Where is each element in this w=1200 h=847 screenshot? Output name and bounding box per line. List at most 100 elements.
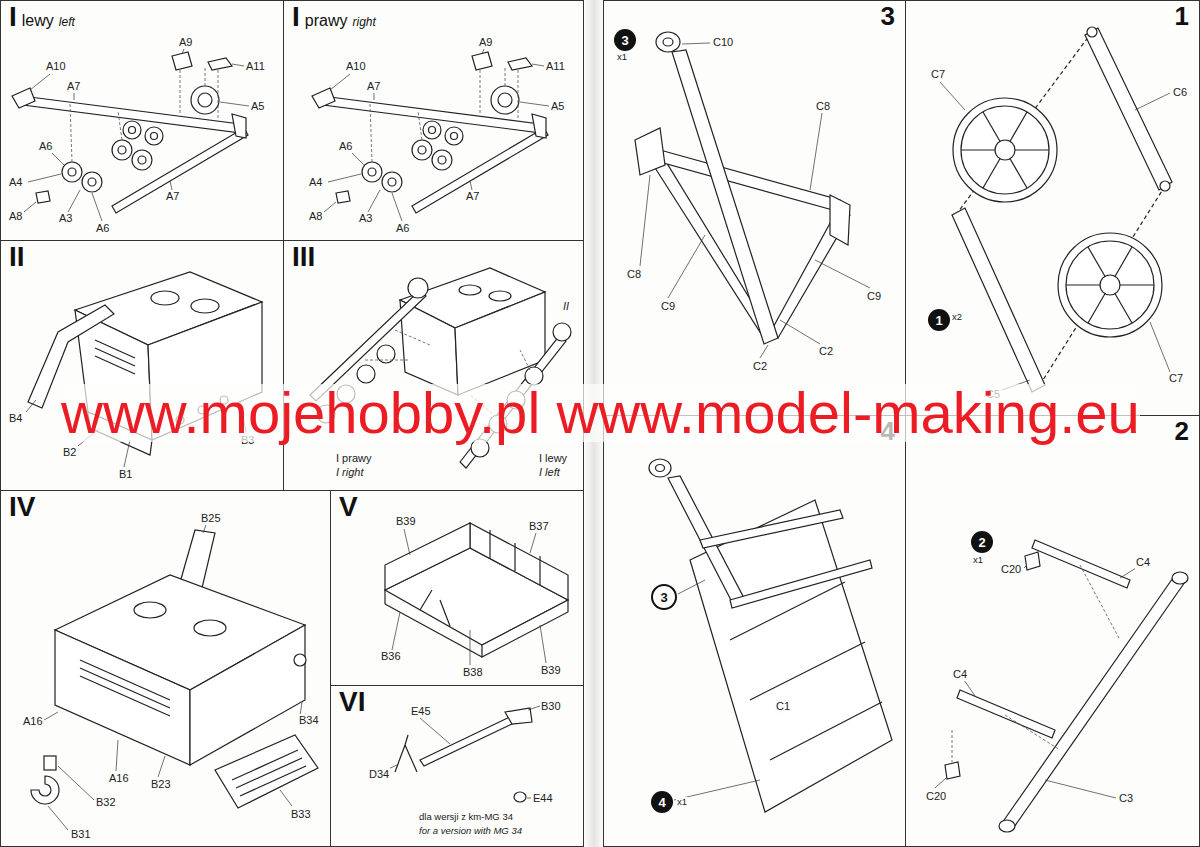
axle-drawing [1025, 552, 1040, 570]
part-label: I lewy [538, 452, 568, 465]
drawbar-drawing [656, 32, 680, 52]
part-label: A16 [108, 772, 130, 785]
axle-drawing [958, 32, 1092, 212]
part-label: A8 [308, 210, 323, 223]
callout-circle: 4 [651, 791, 673, 813]
part-label: A4 [308, 176, 323, 189]
track-assembly [12, 88, 35, 108]
leader-line [1150, 322, 1170, 372]
hull-drawing [134, 602, 166, 618]
part-label: A7 [465, 190, 480, 203]
leader-line [674, 580, 760, 800]
assembly-line [520, 350, 530, 370]
side-label: prawy [305, 12, 348, 30]
drawbar-drawing [660, 150, 840, 212]
part-label: B34 [298, 714, 320, 727]
panel-heading: III [292, 242, 315, 273]
track-assembly [36, 191, 50, 203]
step-number: I [292, 2, 300, 33]
part-label: A9 [178, 36, 193, 49]
hull-drawing [400, 300, 458, 395]
part-label: C7 [930, 68, 946, 81]
track-assembly [138, 156, 146, 164]
trailer-drawing [730, 560, 872, 608]
hull-drawing [525, 367, 543, 385]
leader-line [528, 706, 540, 710]
leader-line [1024, 565, 1027, 568]
track-assembly [28, 174, 61, 182]
cargo-bed [482, 600, 568, 657]
leader-line [26, 400, 36, 412]
leader-line [280, 790, 292, 806]
part-label: B25 [200, 512, 222, 525]
step-number: I [9, 2, 17, 33]
panel-heading: Ilewyleft [9, 2, 75, 33]
part-label: B30 [540, 700, 562, 713]
part-label: B36 [380, 650, 402, 663]
track-assembly [191, 86, 219, 114]
track-assembly [88, 178, 96, 186]
track-assembly [218, 70, 219, 120]
part-label: C4 [1135, 556, 1151, 569]
leader-line [44, 712, 58, 720]
part-label: B39 [540, 664, 562, 677]
leader-line [964, 680, 975, 696]
drawbar-drawing [635, 128, 665, 175]
leader-line [392, 612, 400, 650]
step-panel: Iprawy right [283, 0, 584, 241]
leader-line [815, 260, 870, 288]
part-label: B33 [290, 808, 312, 821]
step-number: 1 [1175, 2, 1189, 31]
track-assembly [145, 127, 163, 145]
cargo-bed [489, 530, 490, 558]
hull-drawing [31, 530, 318, 808]
hull-drawing [95, 340, 135, 358]
part-label: C7 [1168, 372, 1184, 385]
track-assembly [220, 102, 249, 106]
track-assembly [118, 111, 122, 140]
trailer-drawing [750, 642, 865, 700]
track-assembly [118, 146, 126, 154]
part-label: A7 [366, 80, 381, 93]
part-label: A10 [345, 60, 367, 73]
hull-drawing [80, 676, 170, 716]
part-label: I prawy [335, 452, 372, 465]
machine-gun [505, 708, 532, 724]
leader-line [58, 766, 94, 800]
hull-drawing [44, 756, 56, 770]
wheel-drawing [1058, 233, 1162, 337]
leader-line [203, 525, 206, 533]
machine-gun [514, 792, 526, 802]
hull-drawing [408, 278, 428, 298]
callout-number: 2 [978, 536, 985, 549]
part-label: D34 [368, 768, 390, 781]
part-label: B23 [150, 778, 172, 791]
part-label: C4 [952, 668, 968, 681]
trailer-drawing [690, 500, 892, 812]
hull-drawing [232, 750, 298, 780]
track-assembly [62, 162, 82, 182]
watermark: www.mojehobby.pl www.model-making.eu [61, 384, 1140, 442]
cargo-bed [385, 523, 568, 657]
part-label: A5 [250, 100, 265, 113]
part-label: B38 [462, 666, 484, 679]
machine-gun [395, 708, 532, 802]
axle-drawing [957, 690, 1055, 738]
callout-number: 3 [660, 591, 667, 604]
panel-heading: IV [9, 492, 35, 523]
part-label: II [562, 300, 570, 313]
leader-line [404, 529, 410, 555]
side-label: right [352, 16, 375, 29]
note-text: x1 [676, 797, 688, 808]
track-assembly [123, 121, 141, 139]
step-number: VI [339, 687, 365, 718]
track-assembly [82, 172, 102, 192]
axle-drawing [1085, 28, 1172, 190]
part-label: B32 [95, 796, 117, 809]
step-panel: 33 [603, 0, 906, 416]
part-label: A11 [545, 60, 566, 73]
part-label: C6 [1172, 86, 1188, 99]
leader-line [44, 525, 302, 830]
step-number: IV [9, 492, 35, 523]
step-number: 2 [1175, 417, 1189, 446]
